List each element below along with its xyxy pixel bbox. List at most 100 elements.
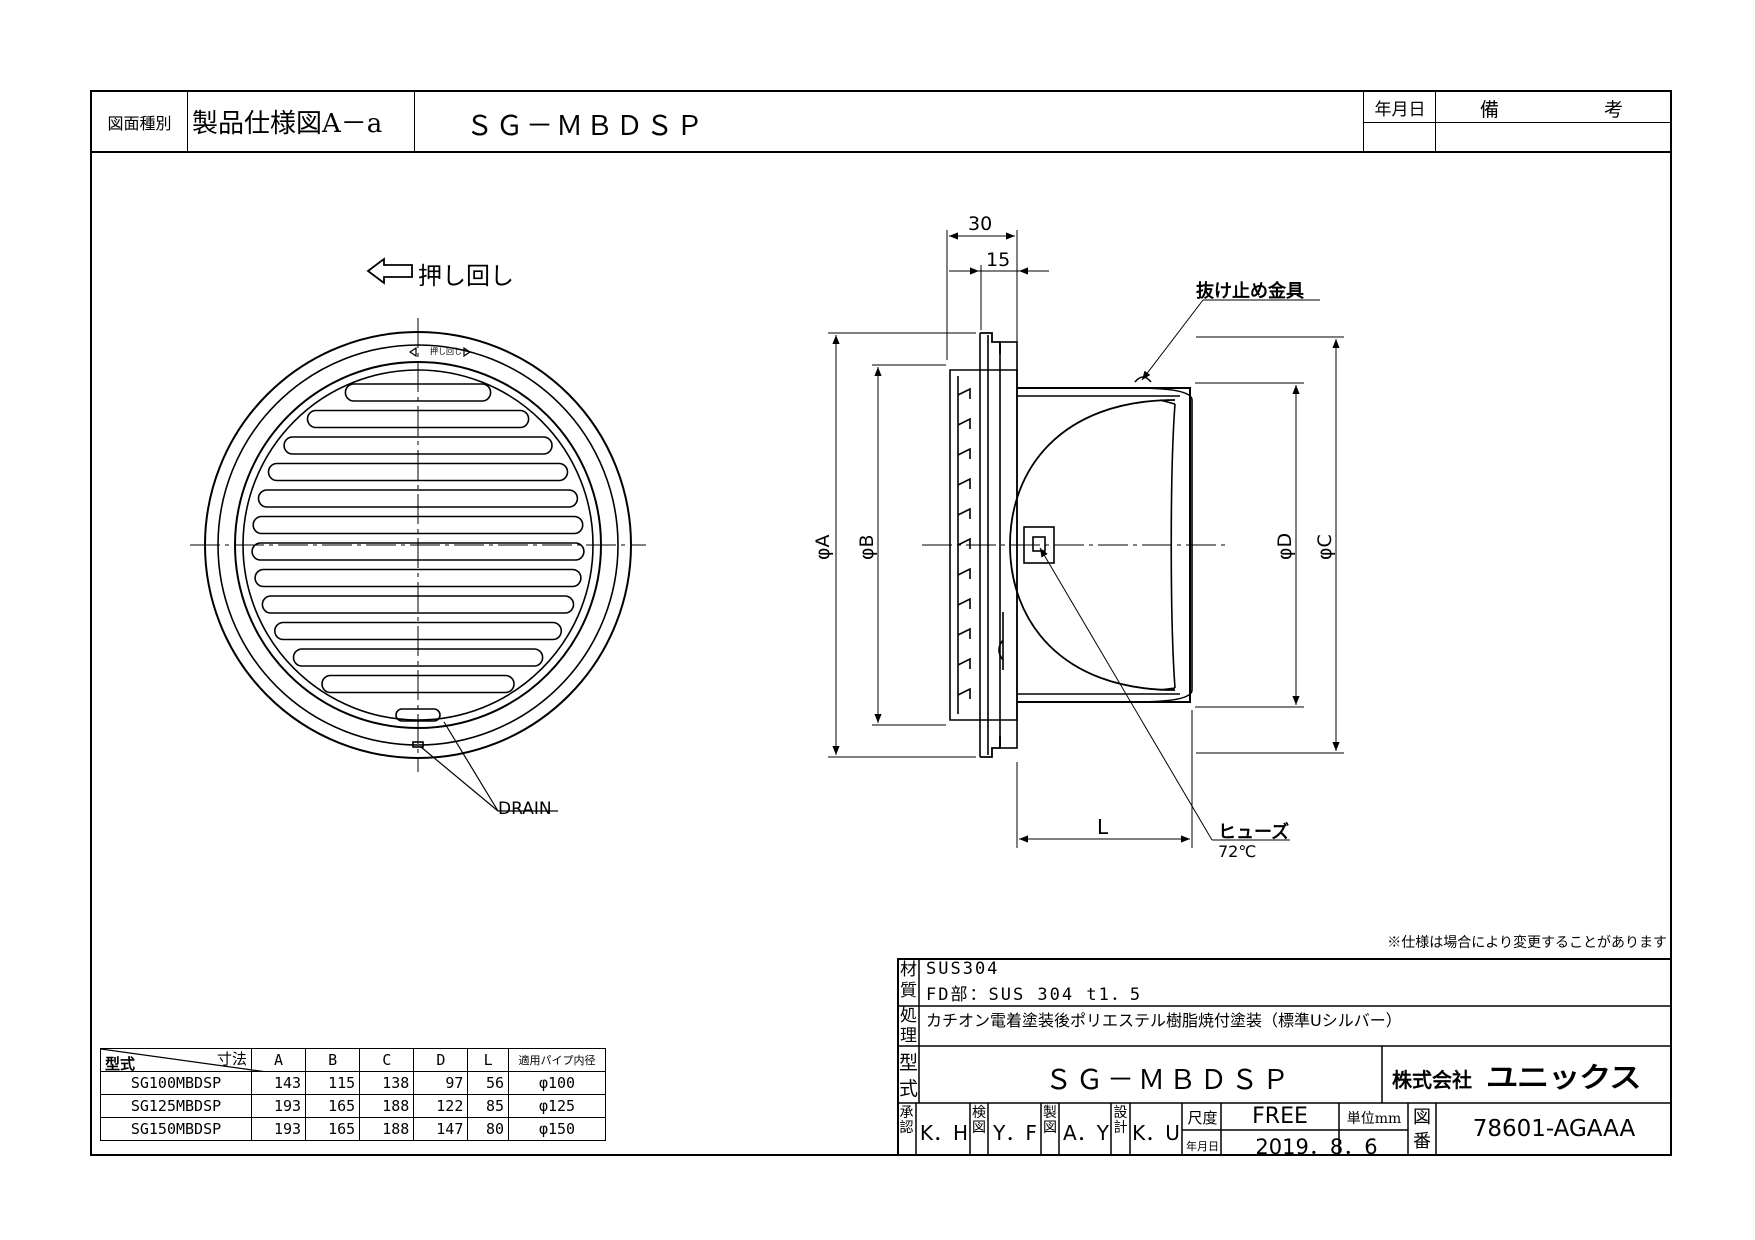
dim-phi-c-label: φC — [1314, 534, 1336, 560]
design-signature: K．U — [1132, 1121, 1180, 1145]
header-sep — [1363, 90, 1364, 151]
design-label-char: 設 — [1113, 1105, 1128, 1121]
dim-30-label: 30 — [968, 213, 993, 235]
design-label-char: 計 — [1113, 1120, 1128, 1136]
grille-tooth — [957, 597, 971, 609]
drawing-no-label: 図番 — [1408, 1106, 1436, 1154]
side-view-hood — [828, 230, 1344, 848]
table-cell: φ125 — [508, 1094, 606, 1118]
unit-label: 単位mm — [1346, 1111, 1402, 1127]
table-cell: 80 — [467, 1117, 509, 1141]
header-divider — [90, 151, 1672, 153]
check-label-char: 検 — [972, 1105, 986, 1121]
grille-tooth — [957, 567, 971, 579]
grille-tooth — [957, 447, 971, 459]
front-view-grille — [190, 257, 646, 812]
dim-table-dims-header: 寸法 — [216, 1050, 247, 1068]
approve-label-char: 認 — [899, 1120, 914, 1136]
treatment-label: 処理 — [898, 1006, 919, 1046]
material-label: 材質 — [898, 960, 919, 1002]
dim-l-label: L — [1097, 815, 1109, 839]
table-cell: 188 — [359, 1117, 415, 1141]
dim-phi-a-label: φA — [812, 534, 834, 560]
check-signature: Y．F — [993, 1121, 1037, 1145]
table-cell: SG100MBDSP — [100, 1071, 252, 1095]
drawing-no-label-char: 番 — [1413, 1131, 1431, 1152]
material-label-char: 質 — [900, 981, 917, 1001]
grille-tooth — [957, 507, 971, 519]
drawing-number: 78601-AGAAA — [1472, 1116, 1636, 1142]
dim-table-col-header: 適用パイプ内径 — [508, 1048, 606, 1072]
dim-15-label: 15 — [986, 249, 1011, 271]
table-cell: 165 — [305, 1117, 361, 1141]
table-cell: 85 — [467, 1094, 509, 1118]
dim-phi-b-label: φB — [856, 534, 878, 560]
dim-table-col-header: C — [359, 1048, 415, 1072]
header-sep — [414, 90, 415, 151]
spec-change-notice: ※仕様は場合により変更することがあります — [1387, 935, 1667, 951]
table-cell: 115 — [305, 1071, 361, 1095]
approve-label-char: 承 — [899, 1105, 914, 1121]
title-block-model: ＳＧ－ＭＢＤＳＰ — [1045, 1065, 1293, 1096]
table-cell: 188 — [359, 1094, 415, 1118]
check-label-char: 図 — [972, 1120, 986, 1136]
table-cell: 165 — [305, 1094, 361, 1118]
title-block — [897, 958, 1672, 1156]
table-cell: 147 — [413, 1117, 469, 1141]
dim-table-corner: 型式 寸法 — [100, 1048, 267, 1073]
dim-phi-d-label: φD — [1274, 532, 1296, 560]
table-cell: SG125MBDSP — [100, 1094, 252, 1118]
grille-tooth — [957, 537, 971, 549]
treatment-text: カチオン電着塗装後ポリエステル樹脂焼付塗装（標準Uシルバー） — [926, 1011, 1402, 1030]
approve-signature: K．H — [919, 1121, 969, 1145]
drain-label: DRAIN — [498, 799, 552, 819]
table-row: SG150MBDSP 193 165 188 147 80 φ150 — [100, 1117, 606, 1141]
date-label: 年月日 — [1374, 100, 1426, 120]
table-cell: 56 — [467, 1071, 509, 1095]
drawing-type: 製品仕様図A－a — [192, 109, 383, 139]
material-line-1: SUS304 — [926, 959, 1000, 979]
grille-tooth — [957, 687, 971, 699]
date-value: 2019．8．6 — [1255, 1135, 1378, 1159]
drawing-no-label-char: 図 — [1413, 1107, 1431, 1128]
table-cell: 193 — [250, 1117, 307, 1141]
table-cell: φ150 — [508, 1117, 606, 1141]
grille-teeth — [957, 387, 971, 699]
table-cell: 138 — [359, 1071, 415, 1095]
material-line-2: FD部：SUS 304 t1．5 — [926, 985, 1143, 1005]
model-label-char: 式 — [898, 1078, 918, 1100]
fuse-temp-label: 72℃ — [1218, 842, 1257, 861]
header-sep — [1435, 90, 1436, 151]
company-logo: ユニックス — [1486, 1061, 1641, 1094]
dim-table-model-header: 型式 — [105, 1055, 136, 1073]
design-label: 設計 — [1111, 1106, 1130, 1136]
retainer-label: 抜け止め金具 — [1196, 281, 1304, 302]
drawing-frame — [90, 90, 1672, 1156]
draw-label-char: 図 — [1043, 1120, 1057, 1136]
table-cell: 143 — [250, 1071, 307, 1095]
model-label: 型式 — [898, 1050, 919, 1102]
scale-label: 尺度 — [1187, 1109, 1218, 1127]
table-row: SG100MBDSP 143 115 138 97 56 φ100 — [100, 1071, 606, 1095]
treatment-label-char: 理 — [900, 1026, 917, 1046]
table-cell: 193 — [250, 1094, 307, 1118]
dim-table-col-header: L — [467, 1048, 509, 1072]
approve-label: 承認 — [897, 1106, 916, 1136]
date-label-tb: 年月日 — [1186, 1140, 1219, 1153]
grille-tooth — [957, 417, 971, 429]
dim-table-col-header: B — [305, 1048, 361, 1072]
check-label: 検図 — [970, 1106, 988, 1136]
title-block-grid — [897, 958, 1672, 1156]
dim-table-col-header: D — [413, 1048, 469, 1072]
table-cell: SG150MBDSP — [100, 1117, 252, 1141]
grille-tooth — [957, 627, 971, 639]
drawing-type-label: 図面種別 — [107, 114, 172, 133]
company-name: 株式会社 — [1392, 1068, 1472, 1092]
grille-tooth — [957, 387, 971, 399]
draw-label-char: 製 — [1043, 1105, 1057, 1121]
material-label-char: 材 — [900, 960, 917, 980]
rim-push-turn-label: 押し回し — [430, 347, 462, 356]
fuse-label: ヒューズ — [1218, 822, 1290, 843]
model-label-char: 型 — [898, 1052, 918, 1074]
